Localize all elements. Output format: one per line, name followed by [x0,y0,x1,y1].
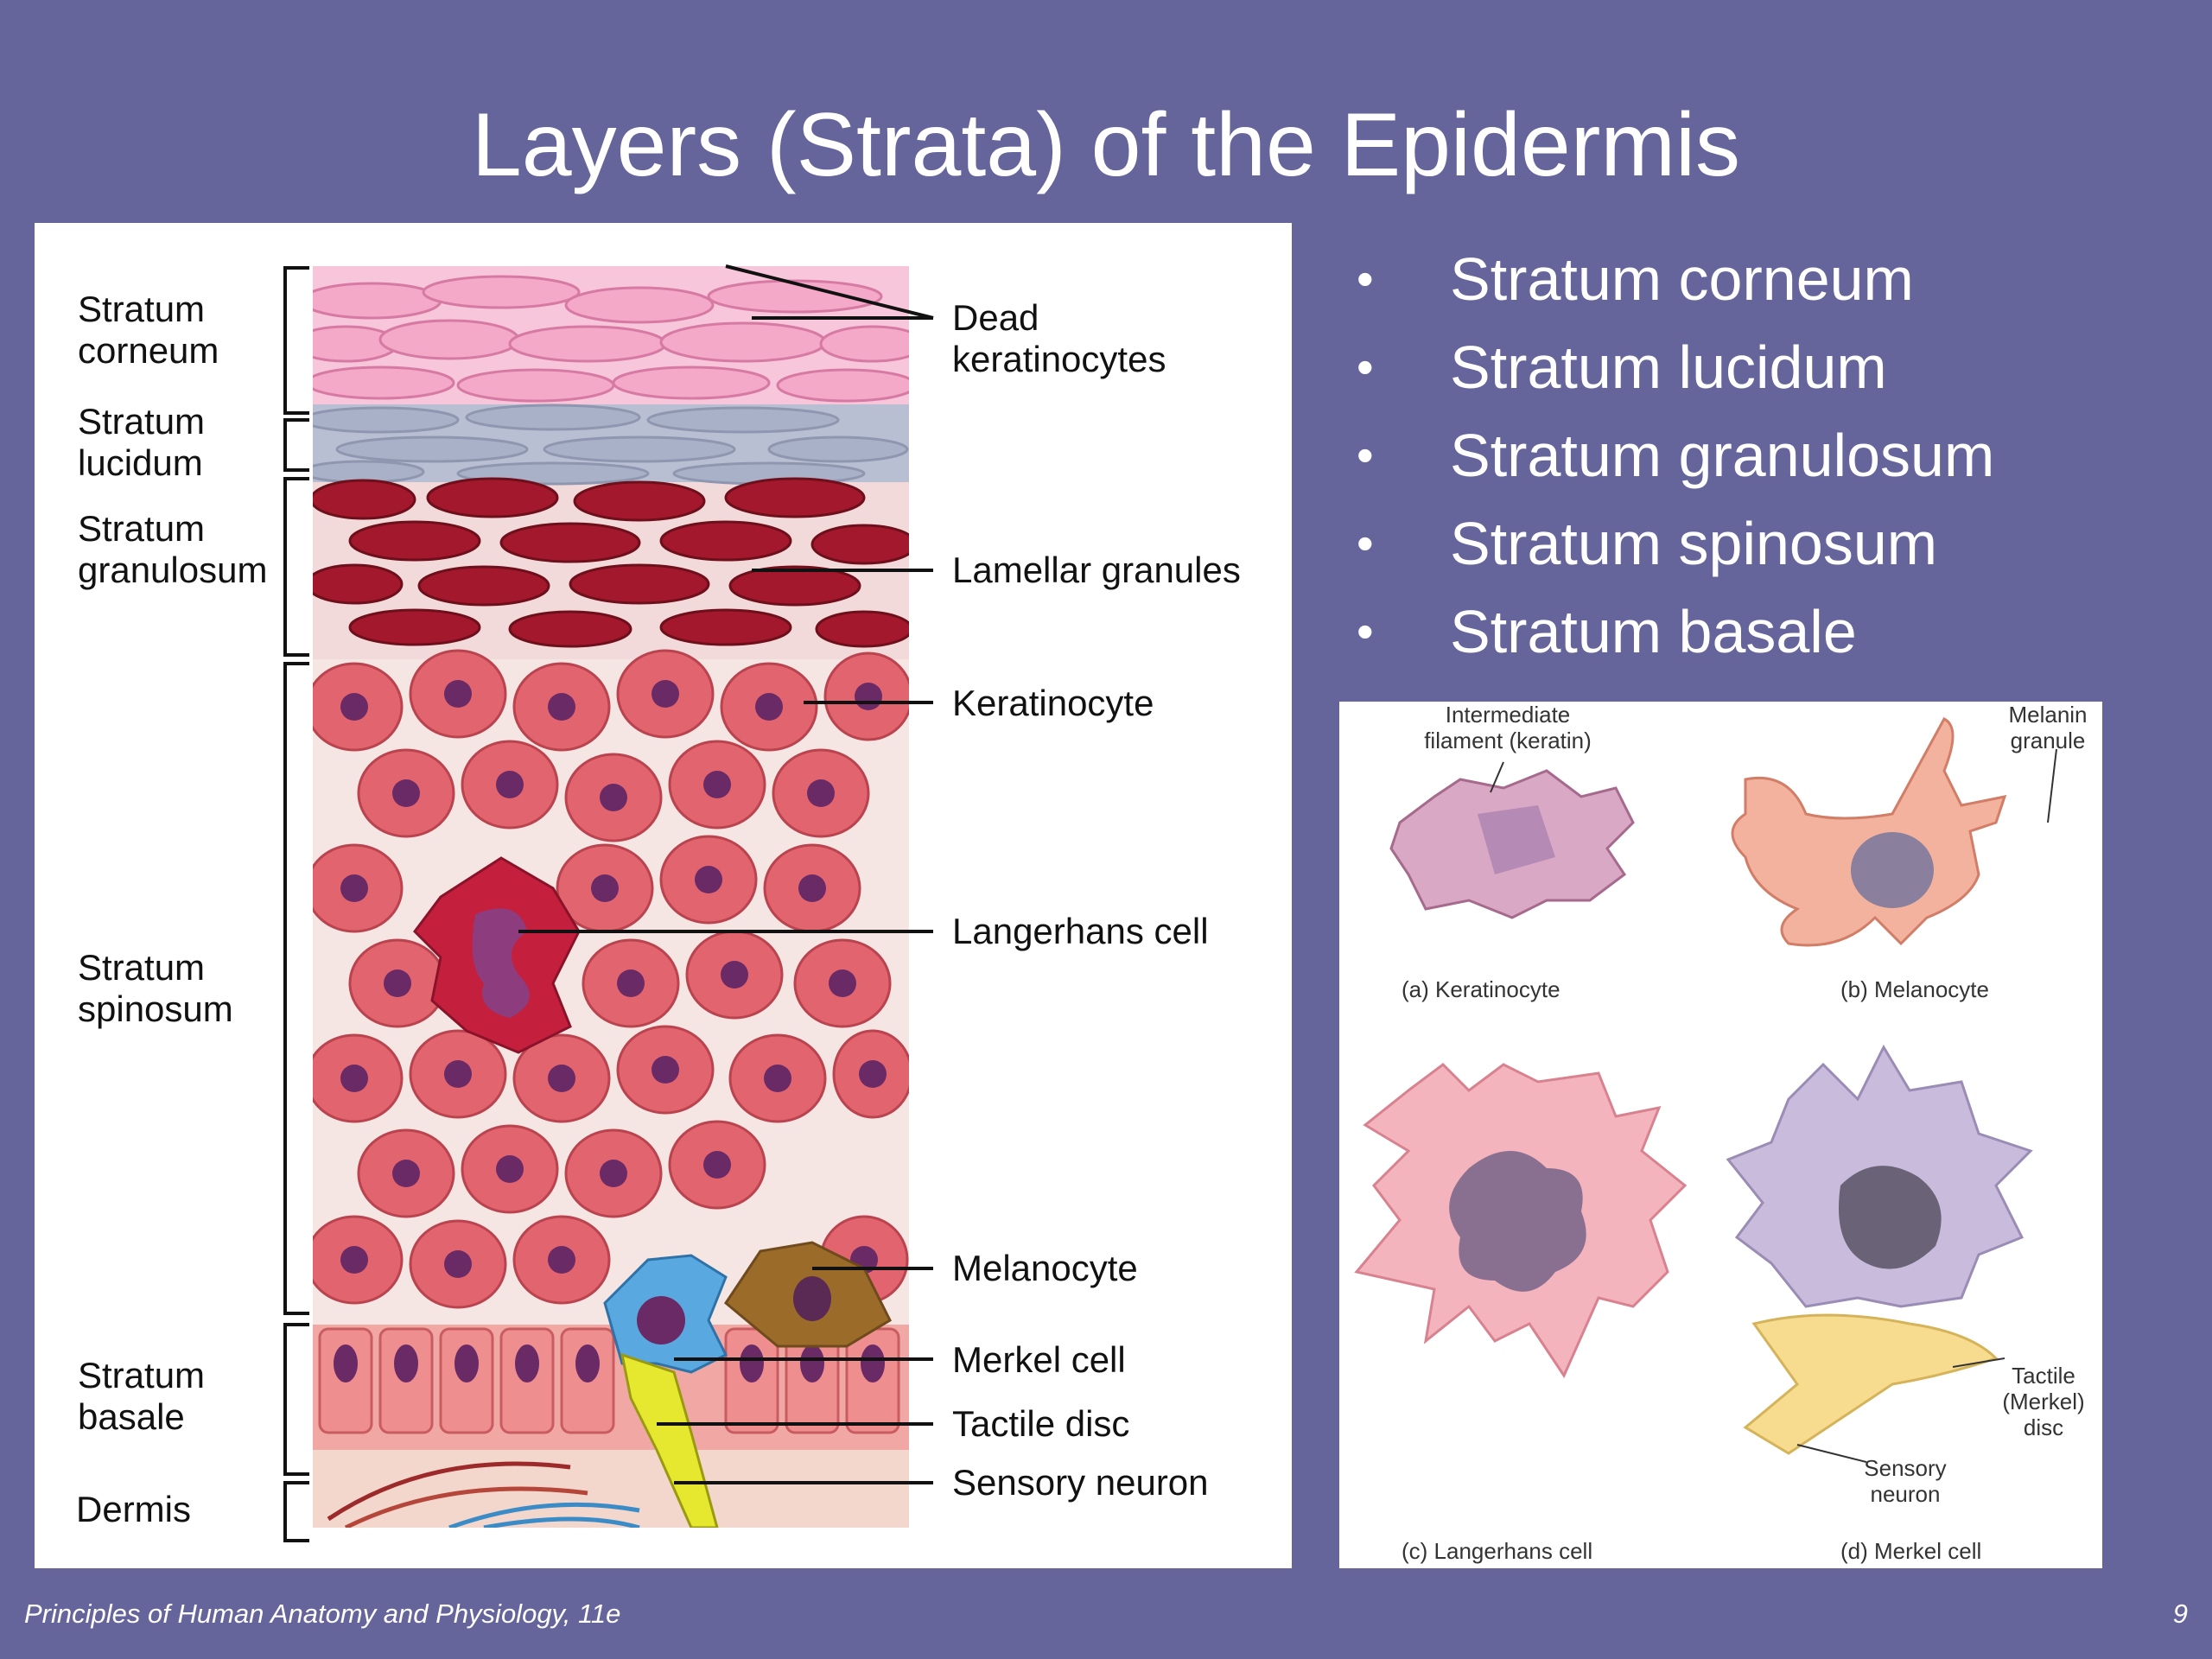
melanocyte-cell-nucleus [1851,832,1934,908]
callout-langerhans-cell: Langerhans cell [952,911,1209,951]
epidermis-illustration [283,264,934,1542]
callout-tactile-disc: Tactile disc [952,1403,1130,1444]
callout-merkel-cell: Merkel cell [952,1339,1126,1380]
label-stratum-corneum: Stratum corneum [78,289,219,371]
cell-types-illustration [1354,717,2057,1463]
caption-langerhans-cell: (c) Langerhans cell [1402,1538,1593,1564]
lucidum-cells [313,404,909,486]
label-stratum-granulosum: Stratum granulosum [78,508,268,590]
caption-merkel-cell: (d) Merkel cell [1840,1538,1982,1564]
note-tactile-merkel-disc: Tactile (Merkel) disc [2002,1363,2085,1440]
basale-nuclei [334,1344,885,1382]
callout-sensory-neuron: Sensory neuron [952,1462,1209,1503]
strata-bullet-list: Stratum corneum Stratum lucidum Stratum … [1357,235,1994,676]
callout-lamellar-granules: Lamellar granules [952,550,1241,590]
callout-melanocyte: Melanocyte [952,1248,1138,1288]
spinosum-cells [313,649,909,1309]
footer-book-title: Principles of Human Anatomy and Physiolo… [24,1599,621,1629]
caption-melanocyte: (b) Melanocyte [1840,976,1989,1002]
layer-brackets [283,266,309,1542]
bullet-item: Stratum spinosum [1357,499,1994,588]
caption-keratinocyte: (a) Keratinocyte [1402,976,1560,1002]
melanocyte-cell-shape [1731,717,2007,947]
note-sensory-neuron: Sensory neuron [1864,1455,1947,1507]
label-stratum-spinosum: Stratum spinosum [78,947,233,1029]
dermis-fibers [327,1461,640,1528]
epidermis-diagram-panel: Stratum corneum Stratum lucidum Stratum … [35,223,1292,1568]
merkel-cell-nucleus [1839,1166,1942,1269]
langerhans-nucleus [472,908,530,1018]
slide-title: Layers (Strata) of the Epidermis [471,95,1741,195]
callout-dead-keratinocytes: Dead keratinocytes [952,297,1166,379]
callout-lines [518,264,934,1484]
note-melanin-granule: Melanin granule [2008,702,2088,753]
label-dermis: Dermis [76,1489,191,1529]
note-intermediate-filament: Intermediate filament (keratin) [1424,702,1592,753]
langerhans-cell-nucleus [1449,1151,1586,1292]
bullet-item: Stratum granulosum [1357,411,1994,499]
dead-keratinocyte-flakes [313,275,909,403]
page-number: 9 [2172,1599,2188,1629]
cell-types-panel: Intermediate filament (keratin) Melanin … [1339,702,2102,1568]
merkel-tactile-disc-shape [1743,1313,1999,1455]
callout-keratinocyte: Keratinocyte [952,683,1154,723]
granulosum-cells [313,477,909,648]
merkel-nucleus [637,1296,685,1344]
label-stratum-lucidum: Stratum lucidum [78,401,206,483]
label-stratum-basale: Stratum basale [78,1355,206,1437]
bullet-item: Stratum basale [1357,588,1994,676]
melanocyte-nucleus [793,1276,831,1321]
bullet-item: Stratum lucidum [1357,323,1994,411]
bullet-item: Stratum corneum [1357,235,1994,323]
